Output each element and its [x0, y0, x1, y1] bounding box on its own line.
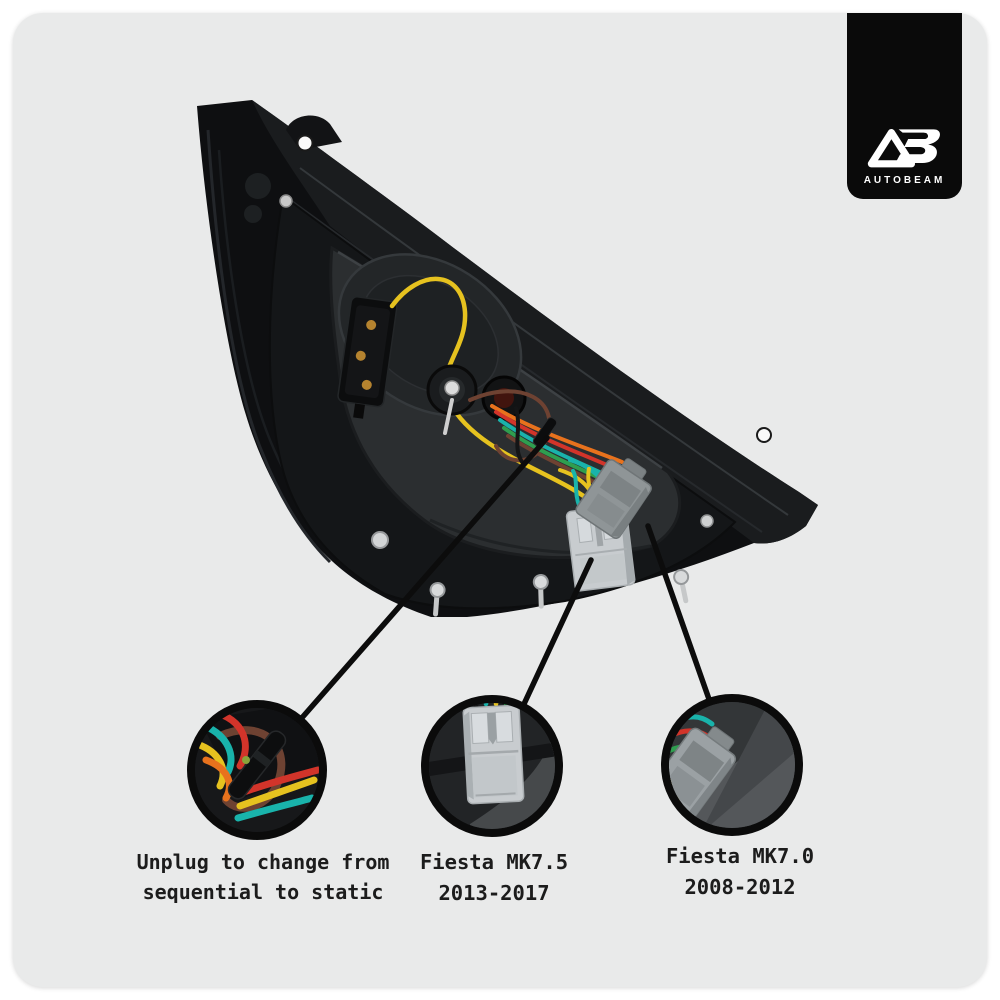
callout-label-line: 2008-2012 — [684, 875, 796, 899]
callout-circle-mk70 — [661, 694, 803, 836]
leader-line-mk75 — [521, 557, 594, 707]
callout-circle-mk75 — [421, 695, 563, 837]
housing-top-band — [252, 100, 818, 544]
callout-label-sequential: Unplug to change from sequential to stat… — [110, 847, 416, 907]
pin-connector-block — [337, 296, 398, 419]
mount-hole-top — [296, 134, 314, 152]
brand-logo-tab: AUTOBEAM — [847, 13, 962, 199]
leader-line-sequential — [297, 435, 550, 723]
callout-label-mk75: Fiesta MK7.5 2013-2017 — [398, 847, 590, 909]
brand-name: AUTOBEAM — [863, 175, 946, 186]
tail-light-photo — [197, 100, 818, 617]
bullet-plug — [532, 417, 558, 447]
bulb-socket-1 — [426, 364, 478, 435]
callout-circle-sequential — [187, 700, 327, 840]
leader-lines — [297, 435, 713, 723]
callout-label-line: Unplug to change from — [136, 850, 390, 874]
mounting-studs — [429, 568, 690, 617]
mount-hole-right — [756, 427, 772, 443]
callout-label-line: Fiesta MK7.0 — [665, 844, 815, 868]
leader-line-mk70 — [645, 523, 713, 705]
callout-label-line: sequential to static — [142, 880, 384, 904]
callout-label-line: 2013-2017 — [438, 881, 550, 905]
callout-label-mk70: Fiesta MK7.0 2008-2012 — [642, 841, 838, 903]
brand-monogram-icon — [867, 129, 940, 168]
callout-label-line: Fiesta MK7.5 — [419, 850, 569, 874]
mk70-connector — [575, 458, 652, 539]
